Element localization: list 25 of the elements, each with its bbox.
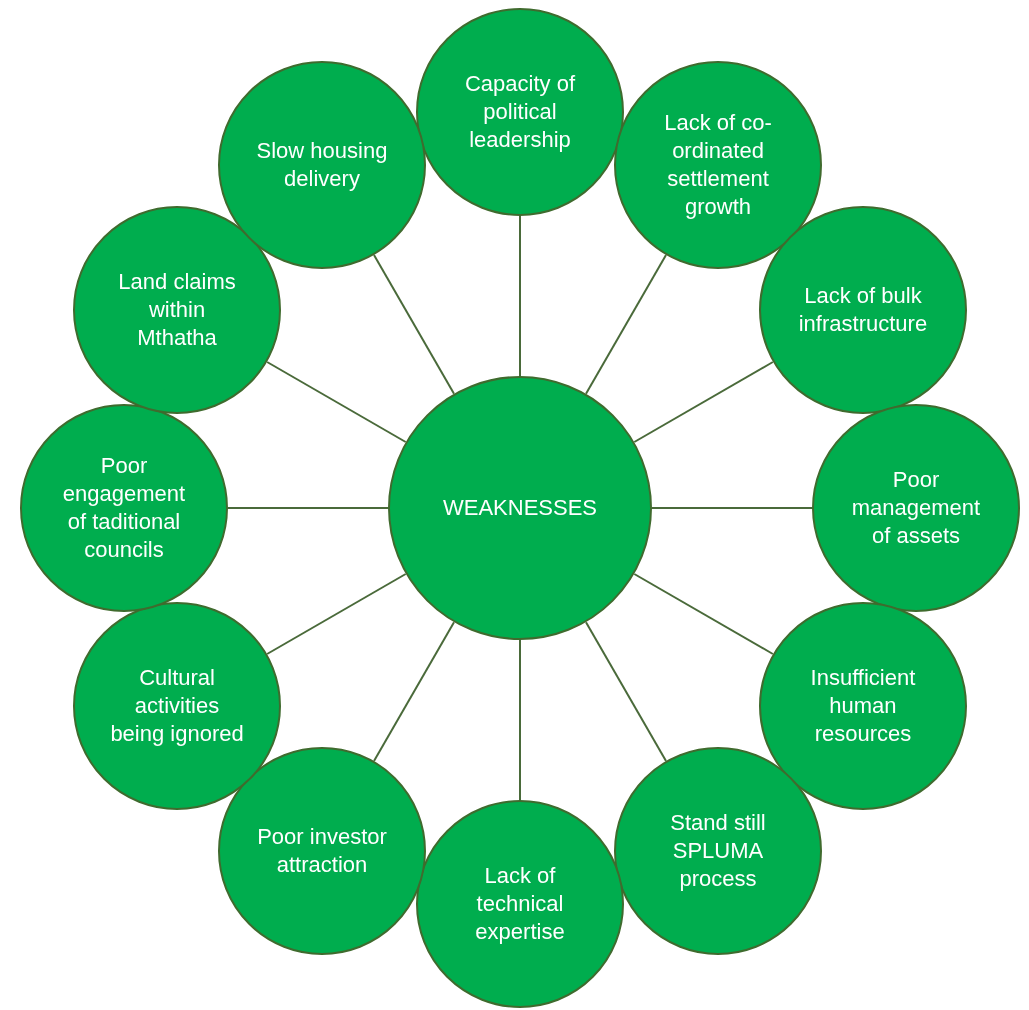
circle-label: Capacity of political leadership (463, 70, 577, 154)
circle-label: Poor management of assets (850, 466, 982, 550)
connector-line (227, 507, 389, 509)
connector-line (585, 254, 667, 395)
circle-label: Lack of co-ordinated settlement growth (663, 109, 773, 222)
circle-label: Stand still SPLUMA process (669, 808, 767, 893)
circle-label: WEAKNESSES (441, 494, 598, 522)
connector-line (519, 215, 521, 377)
connector-line (633, 573, 774, 655)
connector-line (585, 621, 667, 762)
connector-line (651, 507, 813, 509)
connector-line (373, 621, 455, 762)
connector-line (266, 361, 407, 443)
circle-label: Lack of bulk infrastructure (797, 282, 929, 338)
circle-label: Poor investor attraction (256, 822, 388, 879)
circle-label: Cultural activities being ignored (109, 664, 245, 748)
circle-label: Insufficient human resources (809, 664, 917, 748)
circle-label: Poor engagement of taditional councils (61, 452, 187, 564)
connector-line (266, 573, 407, 655)
circle-label: Lack of technical expertise (474, 862, 566, 946)
circle-label: Land claims within Mthatha (117, 268, 237, 352)
circle-label: Slow housing delivery (255, 137, 389, 194)
connector-line (373, 254, 455, 395)
connector-line (519, 639, 521, 801)
connector-line (633, 361, 774, 443)
